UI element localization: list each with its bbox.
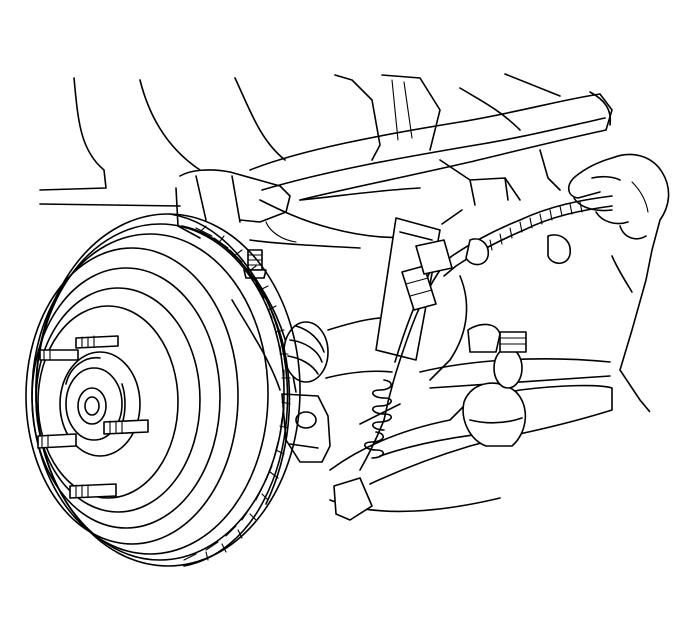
wheel-hub <box>25 247 239 545</box>
technician-hand <box>567 153 670 413</box>
tie-rod-end <box>462 323 527 447</box>
body-panel <box>39 73 612 207</box>
frame-rail <box>249 93 613 206</box>
harness-connector <box>401 239 453 311</box>
wheel-studs <box>37 335 149 499</box>
sensor-wire-coil <box>364 379 392 459</box>
harness-grommet <box>333 234 571 521</box>
steering-knuckle <box>231 277 331 463</box>
drive-axle-boot <box>283 316 401 383</box>
